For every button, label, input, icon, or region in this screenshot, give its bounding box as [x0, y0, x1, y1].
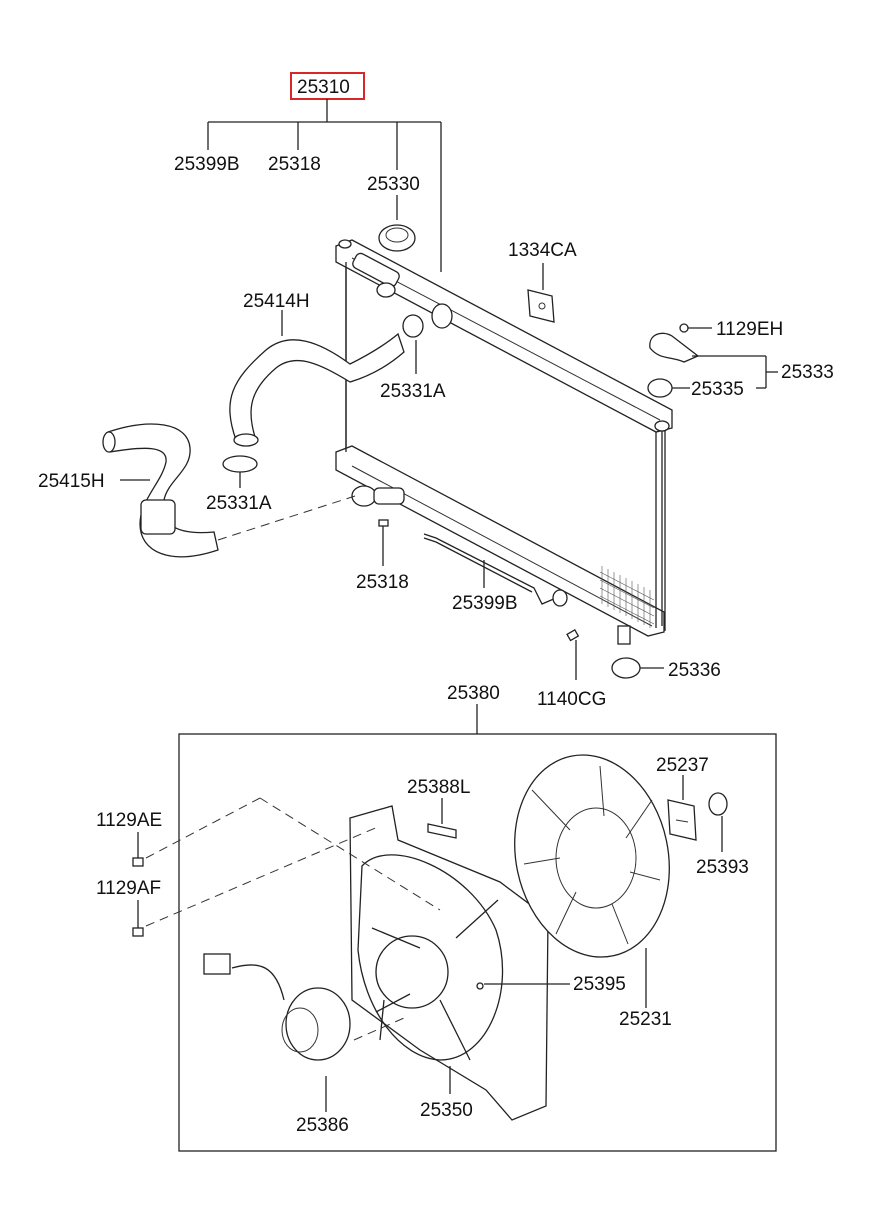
fan-blade — [514, 754, 670, 1008]
label-25310[interactable]: 25310 — [297, 77, 350, 98]
fan-assembly-frame — [178, 733, 777, 1152]
hose-clamps — [222, 314, 424, 488]
label-25350[interactable]: 25350 — [420, 1100, 473, 1121]
label-25336[interactable]: 25336 — [668, 660, 721, 681]
label-25237[interactable]: 25237 — [656, 755, 709, 776]
label-1140CG[interactable]: 1140CG — [537, 689, 606, 710]
radiator-assembly — [335, 239, 673, 645]
label-25318-bottom[interactable]: 25318 — [356, 572, 409, 593]
assembly-callout-tree — [207, 72, 442, 272]
label-25318-top[interactable]: 25318 — [268, 154, 321, 175]
label-25335[interactable]: 25335 — [691, 379, 744, 400]
label-25380[interactable]: 25380 — [447, 683, 500, 704]
grommet-25393 — [708, 792, 728, 816]
upper-hose — [229, 310, 405, 447]
label-25388L — [427, 823, 457, 839]
mounting-insulators — [611, 323, 778, 679]
radiator-cap — [378, 224, 416, 252]
fan-assembly — [132, 704, 777, 1152]
label-25393[interactable]: 25393 — [696, 857, 749, 878]
label-1129EH[interactable]: 1129EH — [716, 319, 783, 340]
label-1334CA[interactable]: 1334CA — [508, 240, 577, 261]
label-25231[interactable]: 25231 — [619, 1009, 672, 1030]
label-25399B-top[interactable]: 25399B — [174, 154, 240, 175]
label-25333[interactable]: 25333 — [781, 362, 834, 383]
bolts — [378, 519, 580, 680]
label-25395[interactable]: 25395 — [573, 974, 626, 995]
core-fin-grid — [599, 566, 655, 628]
label-25388L[interactable]: 25388L — [407, 777, 470, 798]
label-25330[interactable]: 25330 — [367, 174, 420, 195]
label-1129AE[interactable]: 1129AE — [96, 810, 162, 831]
label-25399B-bottom[interactable]: 25399B — [452, 593, 518, 614]
bracket-1334CA — [527, 263, 555, 323]
label-25415H[interactable]: 25415H — [38, 471, 105, 492]
label-25386[interactable]: 25386 — [296, 1115, 349, 1136]
label-25414H[interactable]: 25414H — [243, 291, 310, 312]
lower-hose — [102, 423, 356, 558]
label-25331A-lower[interactable]: 25331A — [206, 493, 272, 514]
label-1129AF[interactable]: 1129AF — [96, 878, 161, 899]
label-25331A-upper[interactable]: 25331A — [380, 381, 446, 402]
bracket-25237 — [667, 799, 697, 841]
fan-motor — [203, 953, 405, 1112]
part-labels: 25310 25399B 25318 25330 1334CA 25414H 1… — [38, 77, 834, 1136]
fan-shroud — [349, 805, 549, 1121]
